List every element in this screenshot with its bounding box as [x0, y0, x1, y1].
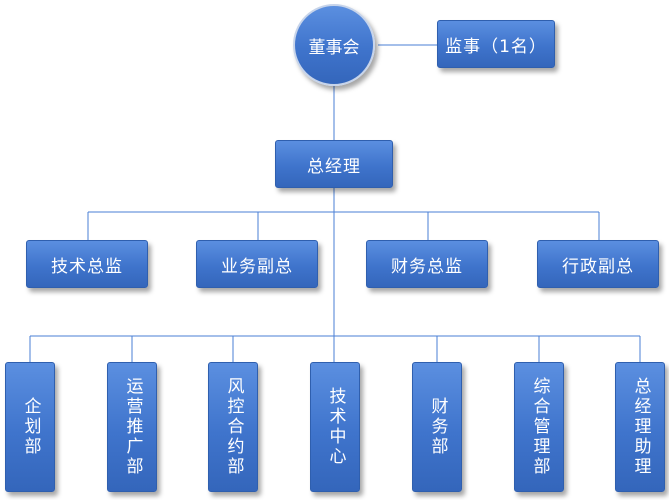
supervisor-node: 监事（1名）	[437, 20, 555, 68]
vp-node-finance-director: 财务总监	[366, 240, 488, 288]
general-manager-node: 总经理	[275, 140, 393, 188]
dept-node-planning: 企划部	[5, 362, 55, 492]
dept-node-finance: 财务部	[412, 362, 462, 492]
vp-node-business: 业务副总	[196, 240, 318, 288]
board-node: 董事会	[293, 4, 375, 86]
dept-node-gm-assistant: 总经理助理	[615, 362, 665, 492]
dept-node-general-management: 综合管理部	[514, 362, 564, 492]
dept-node-tech-center: 技术中心	[310, 362, 360, 492]
dept-node-risk-contract: 风控合约部	[208, 362, 258, 492]
vp-node-admin: 行政副总	[537, 240, 659, 288]
vp-node-tech-director: 技术总监	[26, 240, 148, 288]
dept-node-operations-promotion: 运营推广部	[107, 362, 157, 492]
